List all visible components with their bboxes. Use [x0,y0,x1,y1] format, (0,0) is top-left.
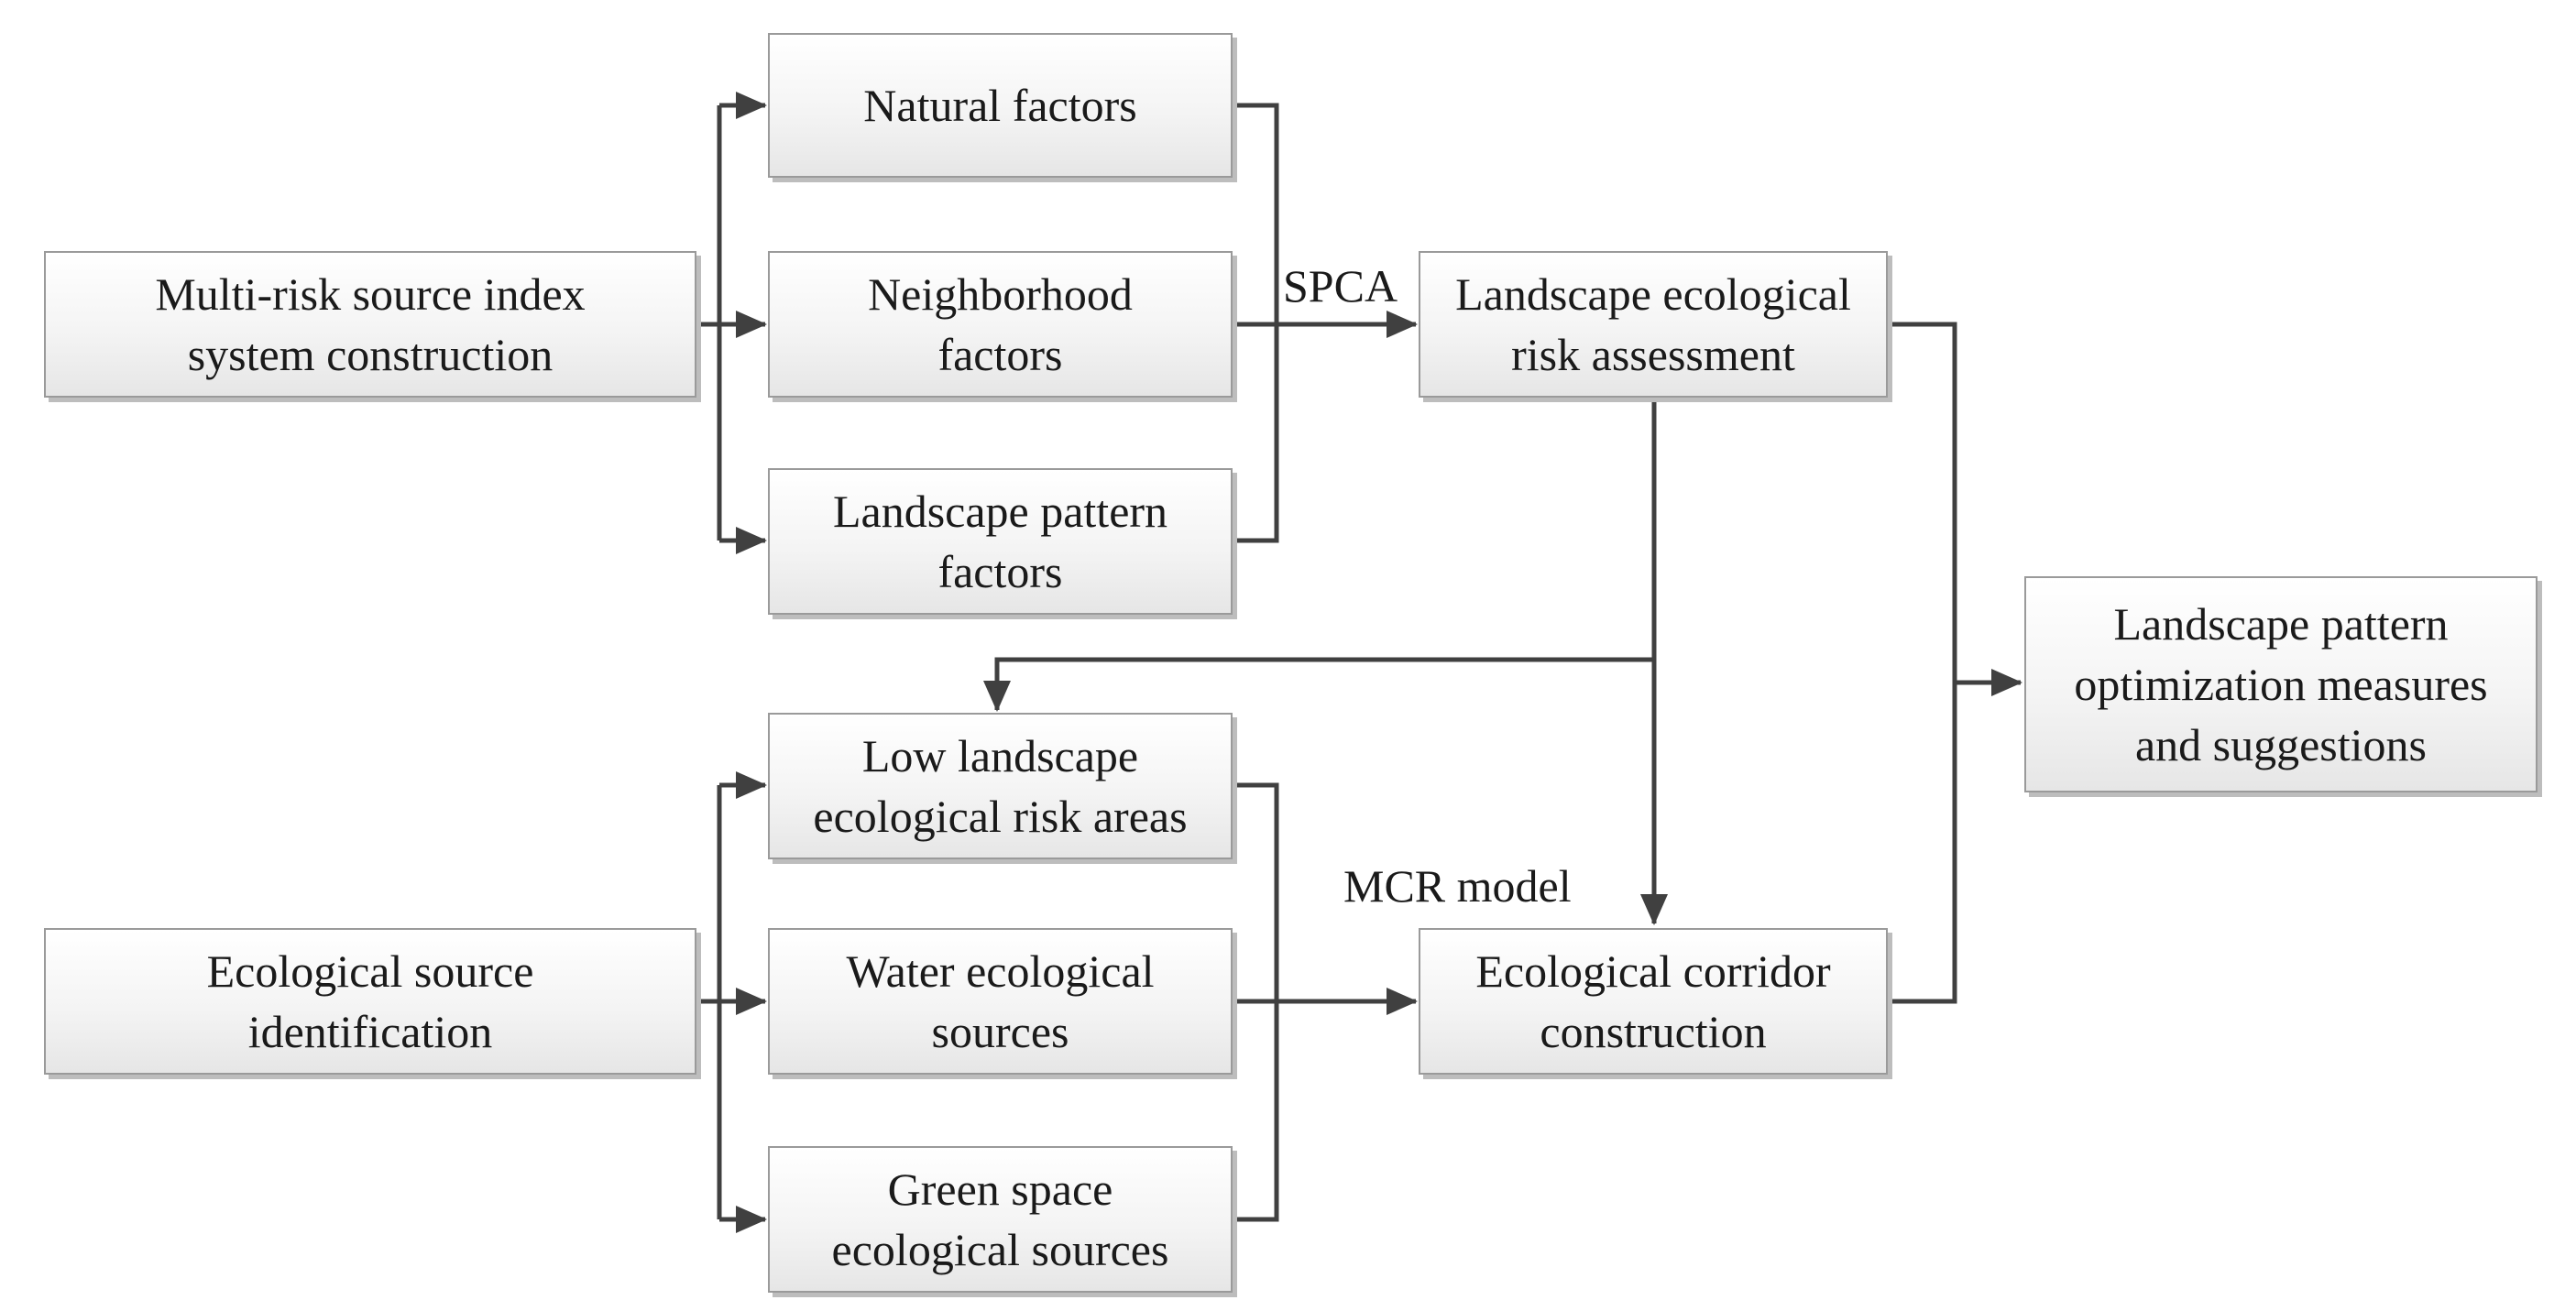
node-natural-line-1: Natural factors [863,80,1137,131]
node-neighborhood-line-1: Neighborhood [868,268,1133,320]
node-multi-risk-source: Multi-risk source index system construct… [44,251,696,398]
node-landscape-pattern-factors: Landscape pattern factors [768,468,1233,615]
node-low-risk-line-1: Low landscape [861,730,1139,781]
node-corridor-line-2: construction [1540,1006,1767,1057]
edge-label-mcr-model: MCR model [1343,860,1572,912]
node-multi-risk-line-1: Multi-risk source index [155,268,586,320]
node-optimization-line-3: and suggestions [2134,719,2428,770]
node-green-space-sources: Green space ecological sources [768,1146,1233,1293]
node-landscape-factors-line-2: factors [937,546,1063,597]
node-eco-source-line-2: identification [247,1006,493,1057]
node-optimization-line-2: optimization measures [2074,659,2488,710]
node-water-line-2: sources [931,1006,1069,1057]
node-neighborhood-factors: Neighborhood factors [768,251,1233,398]
node-green-line-1: Green space [887,1163,1113,1215]
node-multi-risk-line-2: system construction [187,329,554,380]
node-green-line-2: ecological sources [831,1224,1169,1275]
node-eco-source-line-1: Ecological source [206,945,534,997]
node-neighborhood-line-2: factors [937,329,1063,380]
node-water-ecological-sources: Water ecological sources [768,928,1233,1075]
node-natural-factors: Natural factors [768,33,1233,178]
node-risk-assessment-line-1: Landscape ecological [1455,268,1851,320]
node-optimization: Landscape pattern optimization measures … [2024,576,2538,792]
node-optimization-line-1: Landscape pattern [2113,598,2449,650]
node-ecological-source-identification: Ecological source identification [44,928,696,1075]
node-low-risk-areas: Low landscape ecological risk areas [768,713,1233,859]
node-risk-assessment: Landscape ecological risk assessment [1419,251,1888,398]
node-water-line-1: Water ecological [846,945,1155,997]
node-low-risk-line-2: ecological risk areas [813,791,1188,842]
node-risk-assessment-line-2: risk assessment [1511,329,1795,380]
node-landscape-factors-line-1: Landscape pattern [832,486,1168,537]
node-corridor-line-1: Ecological corridor [1475,945,1831,997]
edge-label-spca: SPCA [1283,260,1398,311]
edge-risk-to-optimization [1888,322,1957,1004]
node-ecological-corridor: Ecological corridor construction [1419,928,1888,1075]
edge-risk-to-low-risk [983,657,1654,712]
